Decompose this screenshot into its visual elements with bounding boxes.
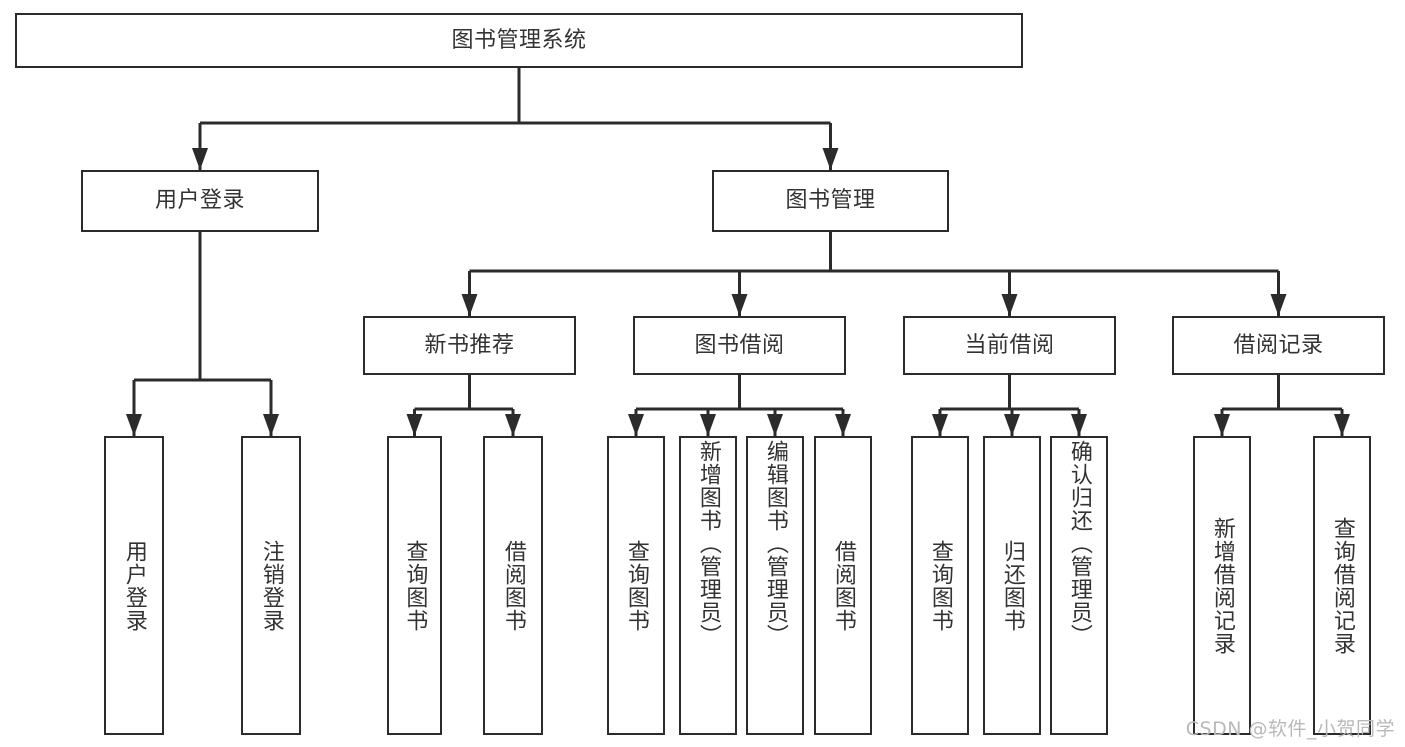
node-leaf-bb-edit[interactable]: 编辑图书（管理员） — [746, 436, 804, 735]
node-book-manage[interactable]: 图书管理 — [712, 170, 949, 232]
node-label: 查询借阅记录 — [1329, 516, 1355, 655]
arrow-head — [505, 414, 521, 436]
node-leaf-user-logout[interactable]: 注销登录 — [241, 436, 301, 735]
node-root[interactable]: 图书管理系统 — [15, 13, 1023, 68]
node-label: 用户登录 — [121, 539, 147, 632]
node-leaf-cb-return[interactable]: 归还图书 — [983, 436, 1041, 735]
node-current-borrow[interactable]: 当前借阅 — [903, 316, 1116, 375]
arrow-head — [263, 414, 279, 436]
node-leaf-rec-borrow[interactable]: 借阅图书 — [483, 436, 543, 735]
node-label: 图书管理系统 — [451, 27, 587, 53]
node-label: 新增借阅记录 — [1209, 516, 1235, 655]
node-user-login[interactable]: 用户登录 — [81, 170, 319, 232]
node-leaf-user-login[interactable]: 用户登录 — [104, 436, 164, 735]
node-label: 注销登录 — [258, 539, 284, 632]
node-book-borrow[interactable]: 图书借阅 — [633, 316, 846, 375]
arrow-head — [822, 148, 839, 170]
node-label: 图书管理 — [785, 188, 876, 214]
node-label: 借阅图书 — [500, 539, 526, 632]
node-label: 查询图书 — [927, 539, 953, 632]
arrow-head — [1004, 414, 1020, 436]
arrow-head — [731, 294, 748, 316]
arrow-head — [1334, 414, 1350, 436]
arrow-head — [700, 414, 716, 436]
arrow-head — [1071, 414, 1087, 436]
node-new-book-rec[interactable]: 新书推荐 — [363, 316, 576, 375]
node-leaf-bb-borrow[interactable]: 借阅图书 — [814, 436, 872, 735]
node-leaf-br-add[interactable]: 新增借阅记录 — [1193, 436, 1251, 735]
arrow-head — [192, 148, 208, 170]
node-label: 查询图书 — [623, 539, 649, 632]
arrow-head — [835, 414, 851, 436]
node-leaf-cb-query[interactable]: 查询图书 — [911, 436, 969, 735]
node-label: 新增图书（管理员） — [695, 440, 721, 647]
arrow-head — [126, 414, 142, 436]
node-label: 借阅图书 — [830, 539, 856, 632]
node-leaf-cb-confirm[interactable]: 确认归还（管理员） — [1050, 436, 1108, 735]
node-label: 编辑图书（管理员） — [762, 440, 788, 647]
node-label: 查询图书 — [402, 539, 428, 632]
node-label: 新书推荐 — [424, 332, 515, 358]
arrow-head — [1270, 294, 1287, 316]
node-leaf-bb-query[interactable]: 查询图书 — [607, 436, 665, 735]
node-label: 当前借阅 — [964, 332, 1055, 358]
arrow-head — [932, 414, 948, 436]
arrow-head — [628, 414, 644, 436]
node-label: 借阅记录 — [1233, 332, 1324, 358]
arrow-head — [1214, 414, 1230, 436]
arrow-head — [461, 294, 478, 316]
node-label: 图书借阅 — [694, 332, 785, 358]
node-label: 用户登录 — [154, 188, 245, 214]
node-label: 归还图书 — [999, 539, 1025, 632]
node-label: 确认归还（管理员） — [1066, 440, 1092, 647]
node-leaf-rec-query[interactable]: 查询图书 — [387, 436, 442, 735]
node-leaf-br-query[interactable]: 查询借阅记录 — [1313, 436, 1371, 735]
arrow-head — [1001, 294, 1018, 316]
arrow-head — [767, 414, 783, 436]
arrow-head — [406, 414, 423, 436]
node-borrow-record[interactable]: 借阅记录 — [1172, 316, 1385, 375]
node-leaf-bb-add[interactable]: 新增图书（管理员） — [679, 436, 737, 735]
